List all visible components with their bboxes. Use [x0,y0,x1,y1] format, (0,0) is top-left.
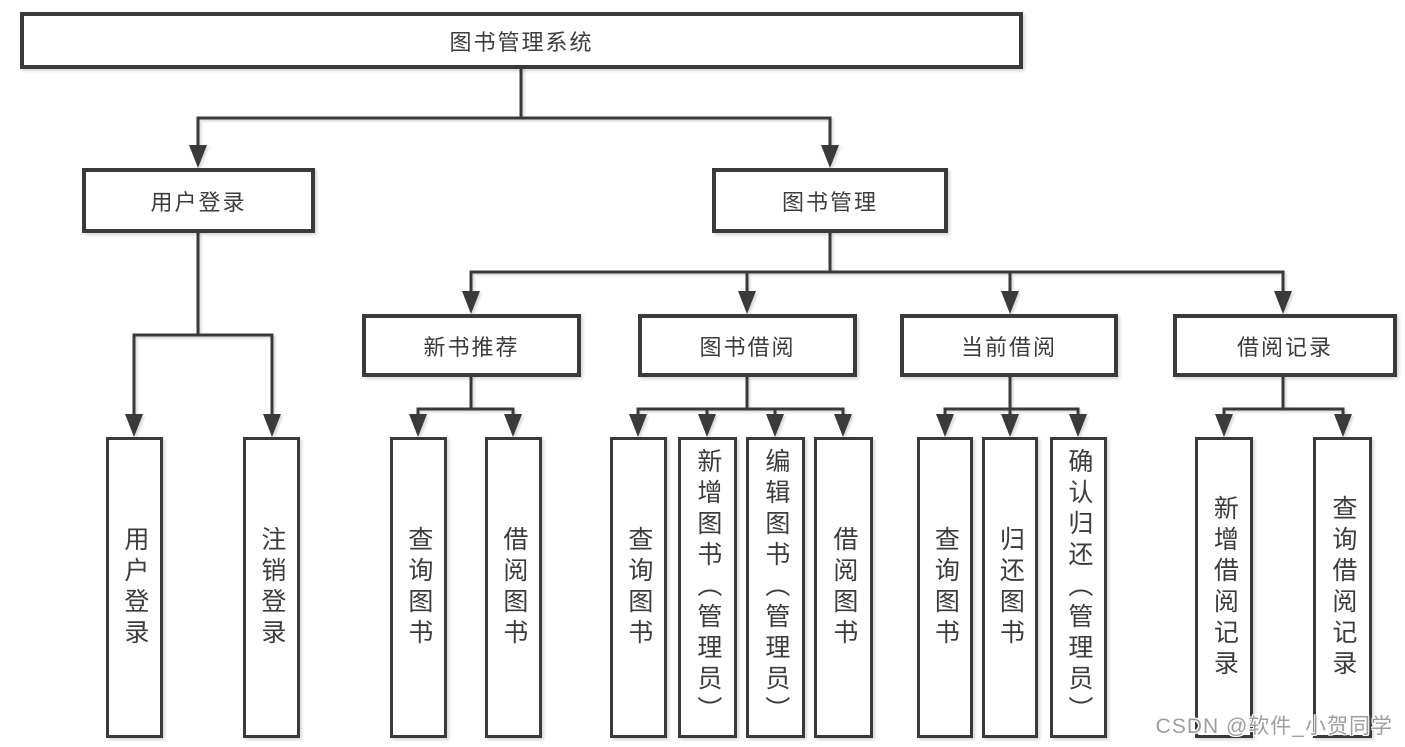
leaf-query-books-borrow: 查询图书 [610,437,667,738]
connector-bookborrow-to-leaves [636,375,845,420]
leaf-edit-books-admin: 编辑图书（管理员） [746,437,805,738]
leaf-borrow-books-recommend: 借阅图书 [485,437,542,738]
node-root: 图书管理系统 [20,12,1023,69]
node-book-management-label: 图书管理 [781,189,878,215]
leaf-query-books-current-label: 查询图书 [931,525,960,650]
leaf-user-login-label: 用户登录 [120,525,149,650]
node-user-login-label: 用户登录 [150,189,247,215]
node-current-borrowing-label: 当前借阅 [960,334,1057,360]
leaf-add-borrow-record-label: 新增借阅记录 [1210,494,1239,681]
leaf-add-books-admin-label: 新增图书（管理员） [693,448,722,727]
node-borrowing-records: 借阅记录 [1173,314,1397,377]
connector-userlogin-to-leaves [132,231,274,420]
leaf-borrow-books-label: 借阅图书 [829,525,858,650]
node-book-borrowing: 图书借阅 [638,314,857,377]
connector-currentborrow-to-leaves [943,375,1080,420]
connector-root-to-level2 [196,66,832,151]
leaf-logout-login-label: 注销登录 [257,525,286,650]
leaf-query-borrow-record: 查询借阅记录 [1313,437,1372,738]
leaf-return-books: 归还图书 [982,437,1038,738]
node-current-borrowing: 当前借阅 [900,314,1118,377]
leaf-user-login: 用户登录 [106,437,163,738]
leaf-return-books-label: 归还图书 [996,525,1025,650]
connector-newbook-to-leaves [416,375,515,420]
node-root-label: 图书管理系统 [449,29,594,55]
node-new-book-recommend-label: 新书推荐 [423,334,520,360]
leaf-query-books-recommend-label: 查询图书 [404,525,433,650]
leaf-query-books-recommend: 查询图书 [390,437,447,738]
leaf-edit-books-admin-label: 编辑图书（管理员） [761,448,790,727]
csdn-watermark: CSDN @软件_小贺同学 [1155,715,1393,738]
leaf-query-borrow-record-label: 查询借阅记录 [1328,494,1357,681]
connector-bookmgmt-to-level3 [469,231,1285,297]
leaf-borrow-books: 借阅图书 [814,437,873,738]
node-user-login: 用户登录 [82,168,315,233]
leaf-borrow-books-recommend-label: 借阅图书 [499,525,528,650]
node-borrowing-records-label: 借阅记录 [1236,334,1333,360]
leaf-query-books-borrow-label: 查询图书 [624,525,653,650]
leaf-logout-login: 注销登录 [243,437,300,738]
leaf-confirm-return-admin: 确认归还（管理员） [1050,437,1107,738]
node-new-book-recommend: 新书推荐 [362,314,581,377]
connector-borrowrecord-to-leaves [1222,375,1345,420]
node-book-management: 图书管理 [712,168,948,233]
leaf-add-books-admin: 新增图书（管理员） [678,437,737,738]
arrowheads [125,145,1352,437]
node-book-borrowing-label: 图书借阅 [699,334,796,360]
leaf-confirm-return-admin-label: 确认归还（管理员） [1064,448,1093,727]
leaf-add-borrow-record: 新增借阅记录 [1195,437,1253,738]
leaf-query-books-current: 查询图书 [917,437,973,738]
